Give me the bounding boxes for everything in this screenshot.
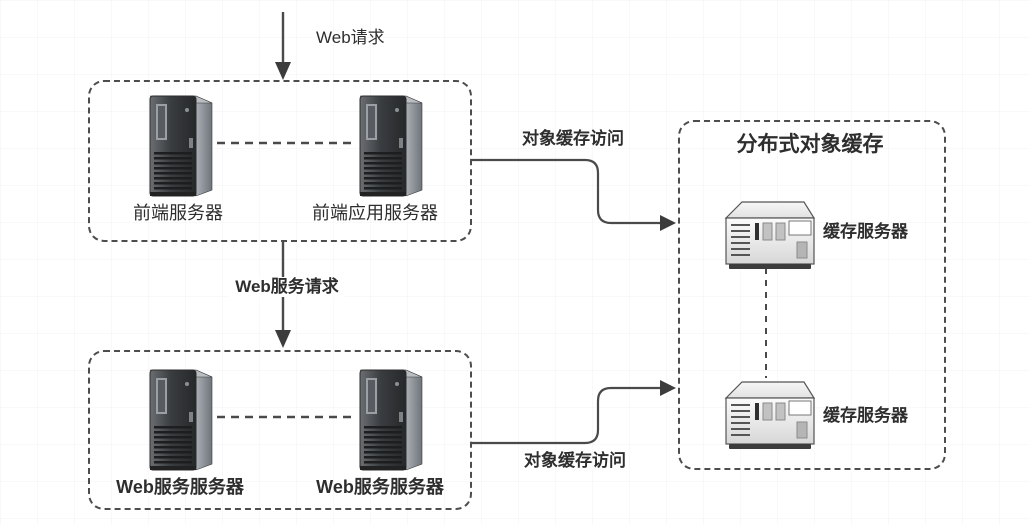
- distributed-cache-group-box: [678, 120, 946, 470]
- web-service-request-label: Web服务请求: [229, 277, 345, 298]
- web-request-label: Web请求: [316, 28, 385, 47]
- tower-server-icon: [359, 369, 423, 471]
- object-cache-access-bottom-label: 对象缓存访问: [524, 451, 626, 470]
- front-server-group-box: [88, 80, 472, 242]
- web-request-arrow-down-icon: [275, 12, 291, 80]
- rack-server-icon: [724, 381, 816, 449]
- cache-server-label: 缓存服务器: [823, 406, 908, 425]
- tower-server-icon: [149, 369, 213, 471]
- front-app-server-label: 前端应用服务器: [312, 203, 438, 223]
- object-cache-access-top-label: 对象缓存访问: [522, 129, 624, 148]
- web-server-label: Web服务服务器: [116, 477, 244, 497]
- rack-server-icon: [724, 201, 816, 269]
- distributed-cache-title: 分布式对象缓存: [736, 133, 884, 156]
- front-server-label: 前端服务器: [133, 203, 223, 223]
- top-cache-connector-arrow-right-icon: [470, 158, 676, 231]
- bottom-cache-connector-arrow-right-icon: [470, 380, 676, 445]
- cache-server-label: 缓存服务器: [823, 222, 908, 241]
- web-server-label: Web服务服务器: [316, 477, 444, 497]
- web-server-group-box: [88, 350, 472, 510]
- tower-server-icon: [149, 95, 213, 197]
- tower-server-icon: [359, 95, 423, 197]
